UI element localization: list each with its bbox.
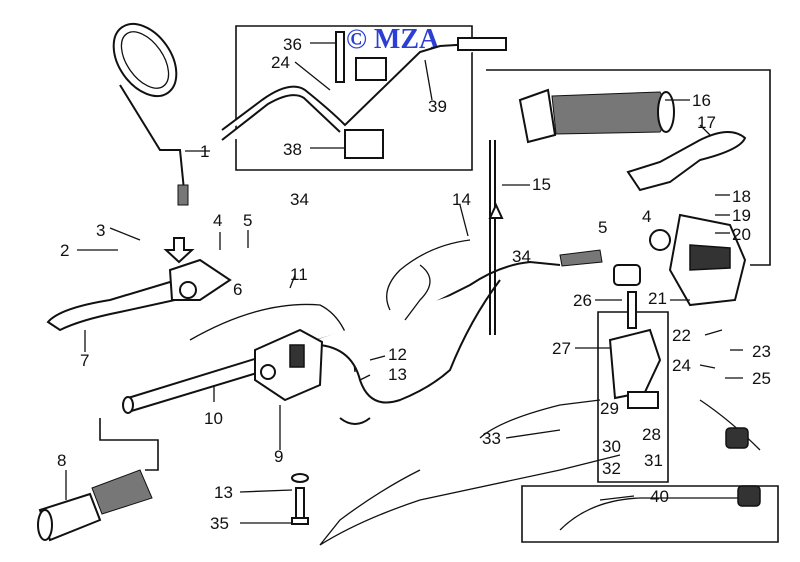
callout-25: 25 [752, 369, 771, 388]
callout-4a: 4 [213, 211, 222, 230]
grip-cover-34b [559, 249, 603, 267]
left-grip [37, 469, 153, 542]
callout-14: 14 [452, 190, 471, 209]
callout-34a: 34 [290, 190, 309, 209]
callout-30: 30 [602, 437, 621, 456]
callout-7: 7 [80, 351, 89, 370]
arrow-down [163, 237, 195, 264]
callout-33: 33 [482, 429, 501, 448]
callout-36: 36 [283, 35, 302, 54]
callout-27: 27 [552, 339, 571, 358]
callout-23: 23 [752, 342, 771, 361]
callout-20: 20 [732, 225, 751, 244]
callout-13a: 13 [388, 365, 407, 384]
rubber-block [613, 264, 641, 286]
callout-10: 10 [204, 409, 223, 428]
callout-38: 38 [283, 140, 302, 159]
callout-6: 6 [233, 280, 242, 299]
callout-22: 22 [672, 326, 691, 345]
callout-17: 17 [697, 113, 716, 132]
callout-9: 9 [274, 447, 283, 466]
mirror [112, 22, 189, 206]
wiring-harness-40 [559, 399, 761, 531]
switch-27 [608, 291, 662, 409]
callout-24b: 24 [271, 53, 290, 72]
inset-box-harness [521, 485, 779, 543]
callout-12: 12 [388, 345, 407, 364]
callout-5a: 5 [243, 211, 252, 230]
screw-35 [291, 473, 309, 525]
cable-14 [386, 239, 471, 321]
bracket-grip-left [99, 418, 159, 471]
callout-4b: 4 [642, 207, 651, 226]
arrow-up [488, 202, 504, 219]
right-grip-16 [518, 88, 675, 144]
leader-lines [65, 42, 743, 524]
callout-39: 39 [428, 97, 447, 116]
callout-35: 35 [210, 514, 229, 533]
callout-3: 3 [96, 221, 105, 240]
callout-1: 1 [200, 142, 209, 161]
callout-16: 16 [692, 91, 711, 110]
callout-34b: 34 [512, 247, 531, 266]
callout-28: 28 [642, 425, 661, 444]
clutch-lever [46, 258, 232, 332]
callout-18: 18 [732, 187, 751, 206]
callout-15: 15 [532, 175, 551, 194]
callout-40: 40 [650, 487, 669, 506]
left-switch-housing [254, 328, 324, 402]
callout-labels: 1 2 3 4 5 6 7 8 9 10 11 12 13 13 14 15 1… [57, 35, 771, 533]
callout-19: 19 [732, 206, 751, 225]
callout-5b: 5 [598, 218, 607, 237]
callout-29: 29 [600, 399, 619, 418]
upper-handlebar-39 [221, 31, 507, 159]
callout-32: 32 [602, 459, 621, 478]
callout-8: 8 [57, 451, 66, 470]
inset-box-switch [597, 311, 669, 483]
cable-33 [319, 399, 621, 546]
callout-21: 21 [648, 289, 667, 308]
callout-26: 26 [573, 291, 592, 310]
callout-2: 2 [60, 241, 69, 260]
brake-lever-17 [626, 131, 747, 307]
callout-11: 11 [290, 265, 308, 284]
callout-24a: 24 [672, 356, 691, 375]
callout-31: 31 [644, 451, 663, 470]
inset-box-right-assembly [486, 69, 771, 266]
callout-13b: 13 [214, 483, 233, 502]
